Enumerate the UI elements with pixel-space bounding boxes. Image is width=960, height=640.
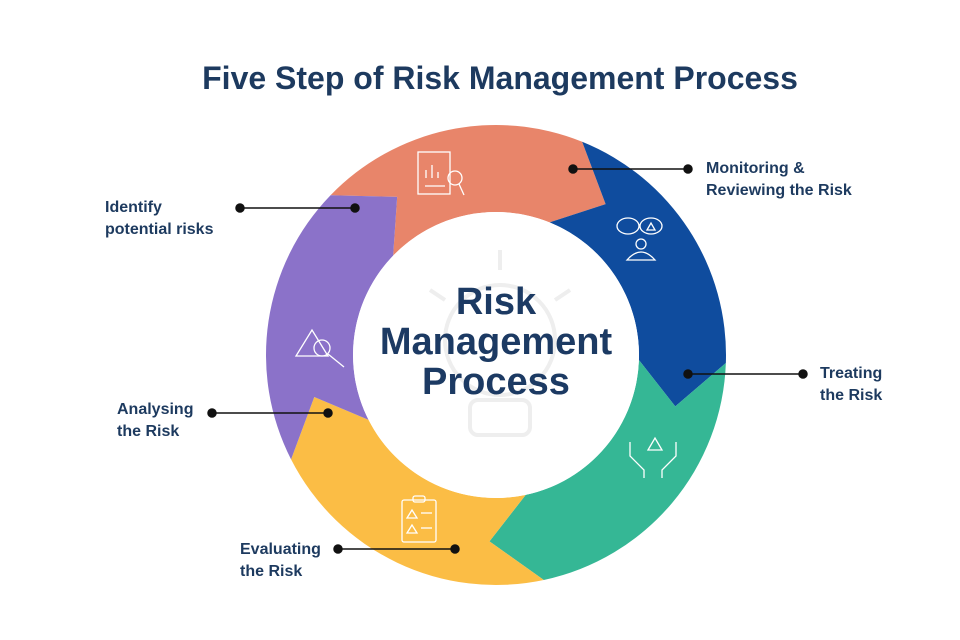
label-line: Monitoring &: [706, 160, 805, 177]
segment-identify: [330, 124, 606, 256]
report-chart-icon: [417, 151, 465, 196]
center-title: Risk Management Process: [356, 282, 636, 402]
label-identify: Identify potential risks: [105, 197, 213, 241]
label-line: Evaluating: [240, 541, 321, 558]
segment-evaluating: [291, 396, 544, 585]
lightbulb-watermark-icon: [428, 250, 572, 437]
clipboard-alert-icon: [401, 495, 437, 543]
label-line: the Risk: [117, 423, 180, 440]
center-line-1: Risk: [455, 281, 537, 323]
label-monitoring: Monitoring & Reviewing the Risk: [706, 158, 852, 202]
segment-treating: [489, 359, 726, 580]
center-circle: [353, 212, 639, 498]
label-line: Reviewing the Risk: [706, 182, 852, 199]
label-treating: Treating the Risk: [820, 363, 882, 407]
label-evaluating: Evaluating the Risk: [240, 539, 321, 583]
label-line: Treating: [820, 365, 883, 382]
label-line: the Risk: [240, 563, 303, 580]
center-line-2: Management: [379, 321, 613, 363]
label-line: Analysing: [117, 401, 194, 418]
label-line: Identify: [105, 199, 162, 216]
center-line-3: Process: [422, 361, 570, 403]
segment-analysing: [266, 195, 398, 460]
page-title: Five Step of Risk Management Process: [202, 60, 798, 96]
hands-alert-icon: [629, 436, 677, 478]
segment-monitoring: [549, 141, 726, 407]
label-line: the Risk: [820, 387, 883, 404]
label-line: potential risks: [105, 221, 214, 238]
alert-search-icon: [294, 328, 345, 368]
chat-person-alert-icon: [616, 217, 663, 261]
label-analysing: Analysing the Risk: [117, 399, 193, 443]
